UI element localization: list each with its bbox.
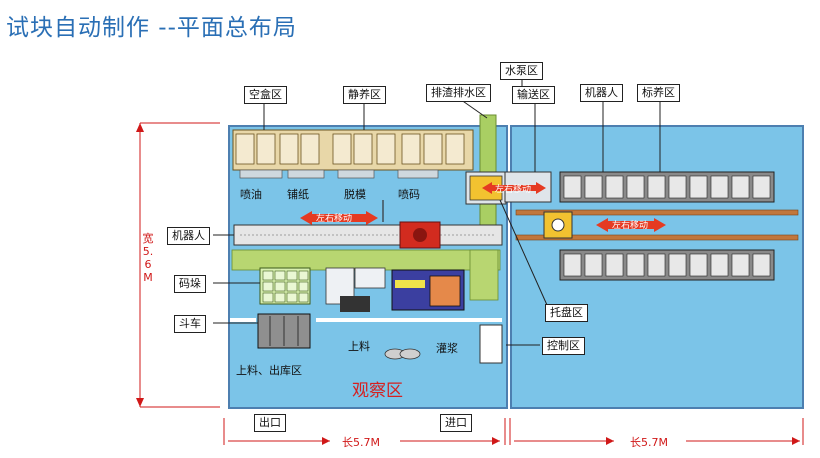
label-stack: 码垛	[174, 275, 206, 293]
partition-wall	[316, 318, 502, 322]
label-observation-area: 观察区	[352, 381, 403, 401]
move-arrow-conveyor	[482, 182, 546, 194]
observer-figure	[384, 348, 421, 360]
label-load-out-area: 上料、出库区	[236, 364, 302, 377]
label-robot-top: 机器人	[580, 84, 623, 102]
label-grouting: 灌浆	[436, 342, 458, 355]
cart-body	[257, 313, 311, 349]
move-lr-label-conveyor: 左右移动	[495, 185, 532, 195]
dimension-length-left: 长5.7M	[342, 436, 380, 449]
standard-curing-rack-top	[559, 171, 775, 203]
move-arrow-left-room	[300, 211, 378, 225]
leader-lines	[213, 77, 661, 346]
page-title: 试块自动制作 --平面总布局	[6, 15, 297, 41]
label-conveyor-area: 输送区	[512, 86, 555, 104]
label-static-curing-area: 静养区	[343, 86, 386, 104]
label-exit: 出口	[254, 414, 286, 432]
dimension-width: 宽5.6M	[142, 232, 154, 284]
label-oil-spray: 喷油	[240, 188, 262, 201]
label-water-pump-area: 水泵区	[500, 62, 543, 80]
label-loading: 上料	[348, 340, 370, 353]
top-shelf-rack	[232, 129, 474, 179]
label-robot-left: 机器人	[167, 227, 210, 245]
dimension-lines	[139, 122, 804, 445]
stack-pallet	[259, 267, 355, 305]
label-standard-curing-area: 标养区	[637, 84, 680, 102]
move-lr-label-right: 左右移动	[612, 221, 649, 231]
robot-rail-left	[233, 200, 503, 249]
label-pallet-area: 托盘区	[545, 304, 588, 322]
control-cabinet	[479, 324, 503, 364]
green-conveyor-band-2	[469, 249, 499, 301]
move-arrow-right-room	[596, 218, 666, 232]
label-paper-lay: 铺纸	[287, 188, 309, 201]
filling-machine	[340, 267, 465, 312]
label-control-area: 控制区	[542, 337, 585, 355]
label-empty-box-area: 空盒区	[244, 86, 287, 104]
label-slag-drain-area: 排渣排水区	[426, 84, 491, 102]
partition-wall-left	[230, 318, 256, 322]
move-lr-label-left: 左右移动	[316, 214, 353, 224]
label-code-spray: 喷码	[398, 188, 420, 201]
dimension-arrowheads	[136, 123, 800, 445]
label-demold: 脱模	[344, 188, 366, 201]
dimension-length-right: 长5.7M	[630, 436, 668, 449]
label-entry: 进口	[440, 414, 472, 432]
label-cart: 斗车	[174, 315, 206, 333]
green-conveyor-band	[231, 249, 501, 271]
standard-curing-rack-bottom	[559, 249, 775, 281]
right-robot-rail	[515, 209, 799, 241]
